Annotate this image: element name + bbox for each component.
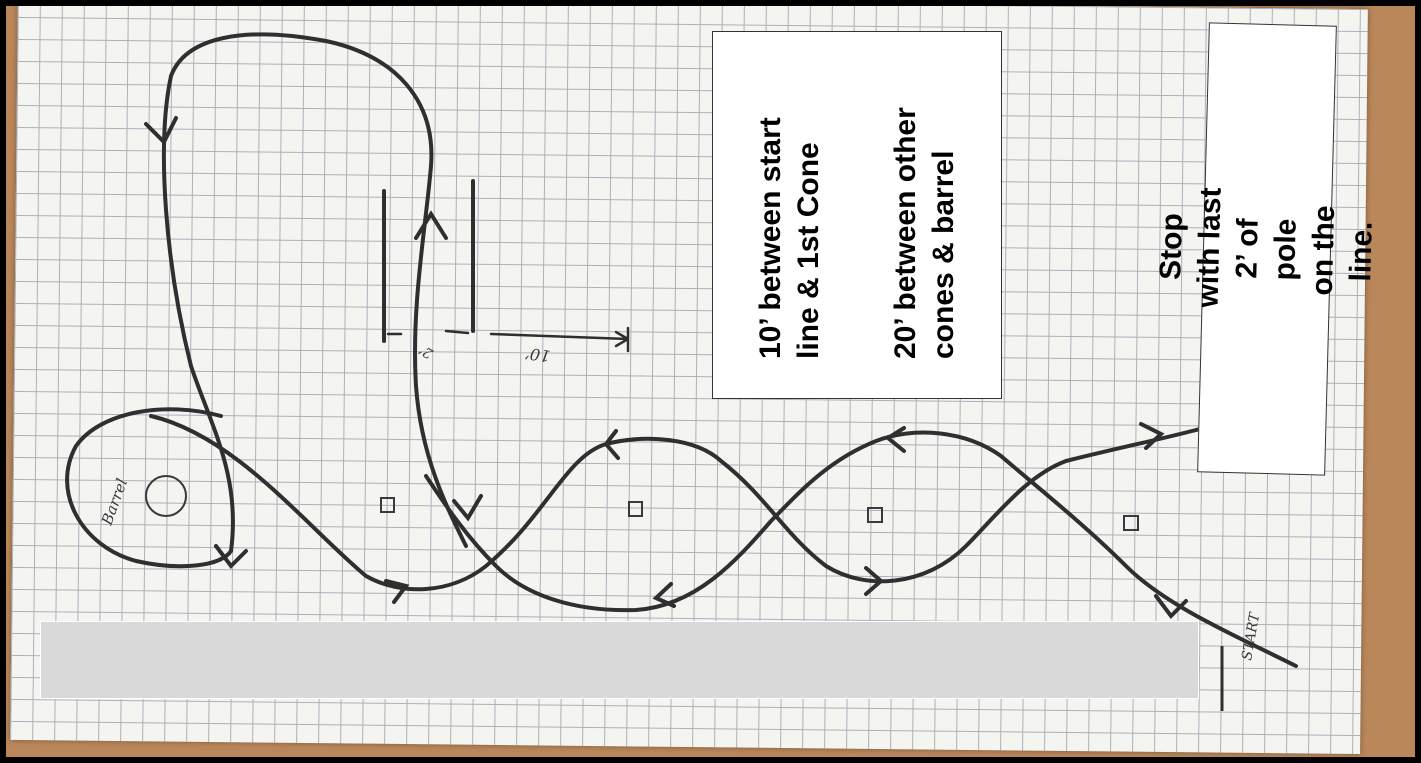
cone-4	[1123, 515, 1139, 531]
barrel-loop-path	[65, 407, 233, 569]
return-loop-path	[161, 32, 468, 553]
barrel-marker	[145, 475, 187, 517]
distance-other-note: 20’ between other cones & barrel	[888, 107, 960, 359]
arrowhead-5	[452, 494, 483, 522]
stop-instruction-note: Stop with last 2’ of pole on the line.	[1154, 187, 1379, 308]
distance-start-note: 10’ between start line & 1st Cone	[753, 117, 825, 359]
barrel-label: Barrel	[98, 476, 132, 528]
arrowhead-8	[864, 566, 885, 596]
start-label: START	[1239, 610, 1263, 662]
dimension-arrow	[489, 326, 630, 353]
cone-2	[628, 501, 643, 517]
caption-bar	[40, 621, 1199, 699]
cone-3	[867, 507, 883, 523]
arrowhead-10	[1139, 422, 1165, 450]
serpentine-path	[424, 430, 1298, 668]
stop-note-box: Stop with last 2’ of pole on the line.	[1154, 22, 1379, 476]
dimension-label: 10’	[524, 343, 552, 365]
cone-1	[380, 497, 395, 513]
small-dimension-arrow	[386, 329, 470, 336]
photo-background: Barrel START 10’ 2’ 10’ between start li…	[6, 6, 1415, 757]
arrowhead-11	[1154, 594, 1188, 620]
small-dimension-label: 2’	[416, 341, 436, 362]
arrowhead-1	[144, 116, 178, 146]
approach-path	[149, 414, 1213, 592]
arrowhead-9	[884, 426, 906, 453]
arrowhead-7	[652, 582, 676, 608]
arrowhead-4	[384, 579, 410, 604]
arrowhead-3	[214, 544, 248, 570]
arrowhead-6	[603, 429, 620, 460]
arrowhead-2	[414, 210, 448, 240]
distance-notes-box: 10’ between start line & 1st Cone 20’ be…	[712, 31, 1002, 399]
course-sketch: Barrel START 10’ 2’	[65, 32, 1298, 711]
